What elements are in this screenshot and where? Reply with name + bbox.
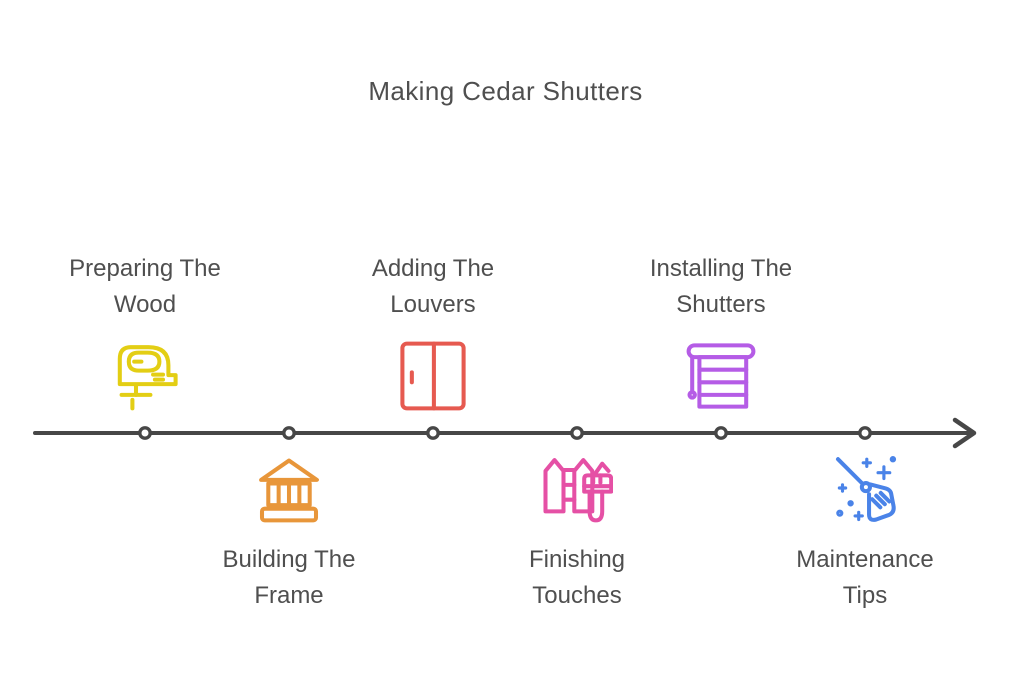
step-adding-the-louvers: Adding The Louvers bbox=[318, 251, 548, 412]
timeline-node bbox=[282, 426, 296, 440]
timeline-node bbox=[426, 426, 440, 440]
step-finishing-touches: Finishing Touches bbox=[462, 452, 692, 614]
timeline-node bbox=[570, 426, 584, 440]
step-label: Installing The Shutters bbox=[650, 251, 792, 323]
step-label: Building The Frame bbox=[223, 542, 356, 614]
step-label-line: Preparing The bbox=[69, 255, 221, 282]
jigsaw-icon bbox=[109, 340, 181, 412]
step-label-line: Finishing bbox=[528, 546, 626, 573]
step-building-the-frame: Building The Frame bbox=[174, 452, 404, 614]
window-blinds-icon bbox=[685, 340, 757, 412]
step-label-line: Tips bbox=[842, 582, 888, 609]
arrowhead-icon bbox=[952, 417, 977, 449]
step-label-line: Adding The bbox=[371, 255, 495, 282]
step-label-line: Frame bbox=[254, 582, 324, 609]
step-label-line: Wood bbox=[113, 291, 177, 318]
step-label-line: Shutters bbox=[676, 291, 766, 318]
broom-sparkles-icon bbox=[829, 452, 901, 524]
step-maintenance-tips: Maintenance Tips bbox=[750, 452, 980, 614]
step-label: Preparing The Wood bbox=[69, 251, 221, 323]
step-label-line: Touches bbox=[532, 582, 622, 609]
timeline-node bbox=[858, 426, 872, 440]
step-label: Maintenance Tips bbox=[796, 542, 933, 614]
step-preparing-the-wood: Preparing The Wood bbox=[30, 251, 260, 412]
double-door-icon bbox=[397, 340, 469, 412]
timeline-node bbox=[714, 426, 728, 440]
bank-columns-icon bbox=[253, 452, 325, 524]
step-label: Finishing Touches bbox=[529, 542, 625, 614]
fence-paintbrush-icon bbox=[541, 452, 613, 524]
step-label-line: Building The bbox=[222, 546, 356, 573]
step-label: Adding The Louvers bbox=[372, 251, 494, 323]
sparkles bbox=[836, 456, 897, 522]
step-label-line: Maintenance bbox=[796, 546, 934, 573]
page-title: Making Cedar Shutters bbox=[368, 76, 643, 106]
step-label-line: Installing The bbox=[649, 255, 793, 282]
timeline-node bbox=[138, 426, 152, 440]
step-installing-the-shutters: Installing The Shutters bbox=[606, 251, 836, 412]
step-label-line: Louvers bbox=[390, 291, 476, 318]
